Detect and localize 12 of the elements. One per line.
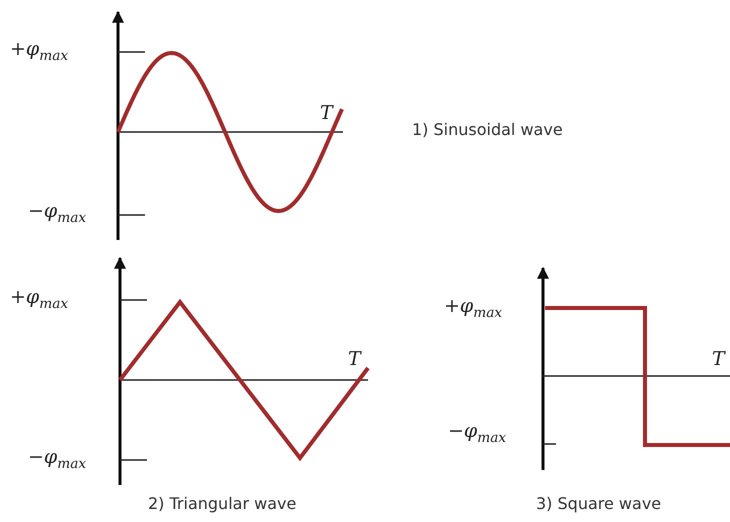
wave-caption: 2) Triangular wave xyxy=(148,496,296,512)
period-label: T xyxy=(320,104,333,123)
min-value-label: −φ$_{max}$ xyxy=(448,422,506,446)
min-value-label: −φ$_{max}$ xyxy=(28,202,86,226)
wave-caption: 1) Sinusoidal wave xyxy=(412,122,563,138)
max-value-label: +φ$_{max}$ xyxy=(10,288,68,312)
min-value-label: −φ$_{max}$ xyxy=(28,448,86,472)
max-value-label: +φ$_{max}$ xyxy=(10,40,68,64)
period-label: T xyxy=(348,350,361,369)
wave-caption: 3) Square wave xyxy=(536,496,662,512)
max-value-label: +φ$_{max}$ xyxy=(444,297,502,320)
period-label: T xyxy=(712,350,725,369)
